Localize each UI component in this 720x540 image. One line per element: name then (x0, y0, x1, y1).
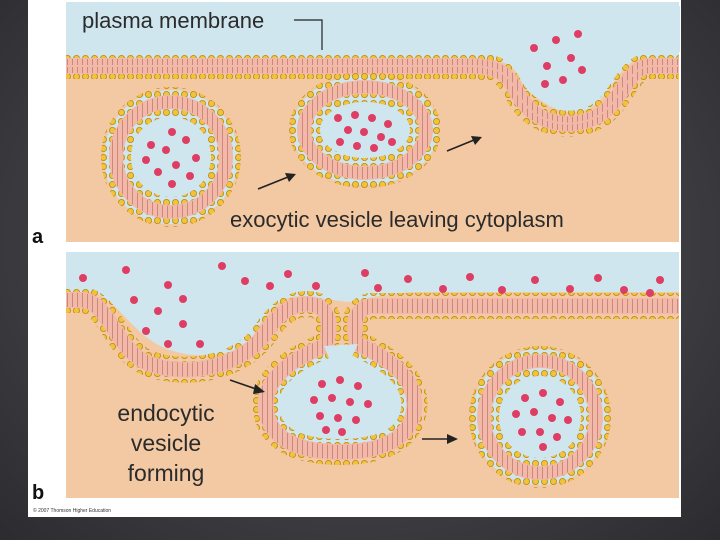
endocytic-vesicle-forming (252, 332, 428, 466)
panel-a-arrow-1 (257, 173, 296, 190)
endocytic-label-line1: endocytic (117, 400, 214, 426)
endocytic-label-line2: vesicle (131, 430, 201, 456)
endocytic-vesicle-complete (469, 346, 611, 488)
panel-b-cargo (79, 262, 664, 451)
panel-a: plasma membrane exocytic vesicle leaving… (66, 2, 680, 242)
panel-b-letter: b (32, 482, 44, 504)
panel-a-arrow-2 (446, 136, 482, 152)
exocytic-vesicle-1 (101, 87, 241, 227)
plasma-membrane-leader (294, 19, 323, 50)
panel-b-arrow-1 (229, 379, 265, 394)
panel-b-membrane-right (341, 293, 679, 349)
panel-a-cargo (142, 30, 586, 188)
panel-a-letter: a (32, 226, 44, 248)
panel-a-plasma-membrane (66, 53, 679, 137)
plasma-membrane-label: plasma membrane (82, 8, 264, 33)
copyright-text: © 2007 Thomson Higher Education (33, 507, 111, 514)
panel-b: endocytic vesicle forming (66, 252, 679, 498)
endocytic-label-line3: forming (128, 460, 205, 486)
exocytic-label: exocytic vesicle leaving cytoplasm (230, 207, 564, 232)
panel-b-membrane-left (66, 287, 342, 383)
panel-b-extracellular (66, 252, 679, 356)
panel-b-arrow-2 (422, 434, 458, 444)
